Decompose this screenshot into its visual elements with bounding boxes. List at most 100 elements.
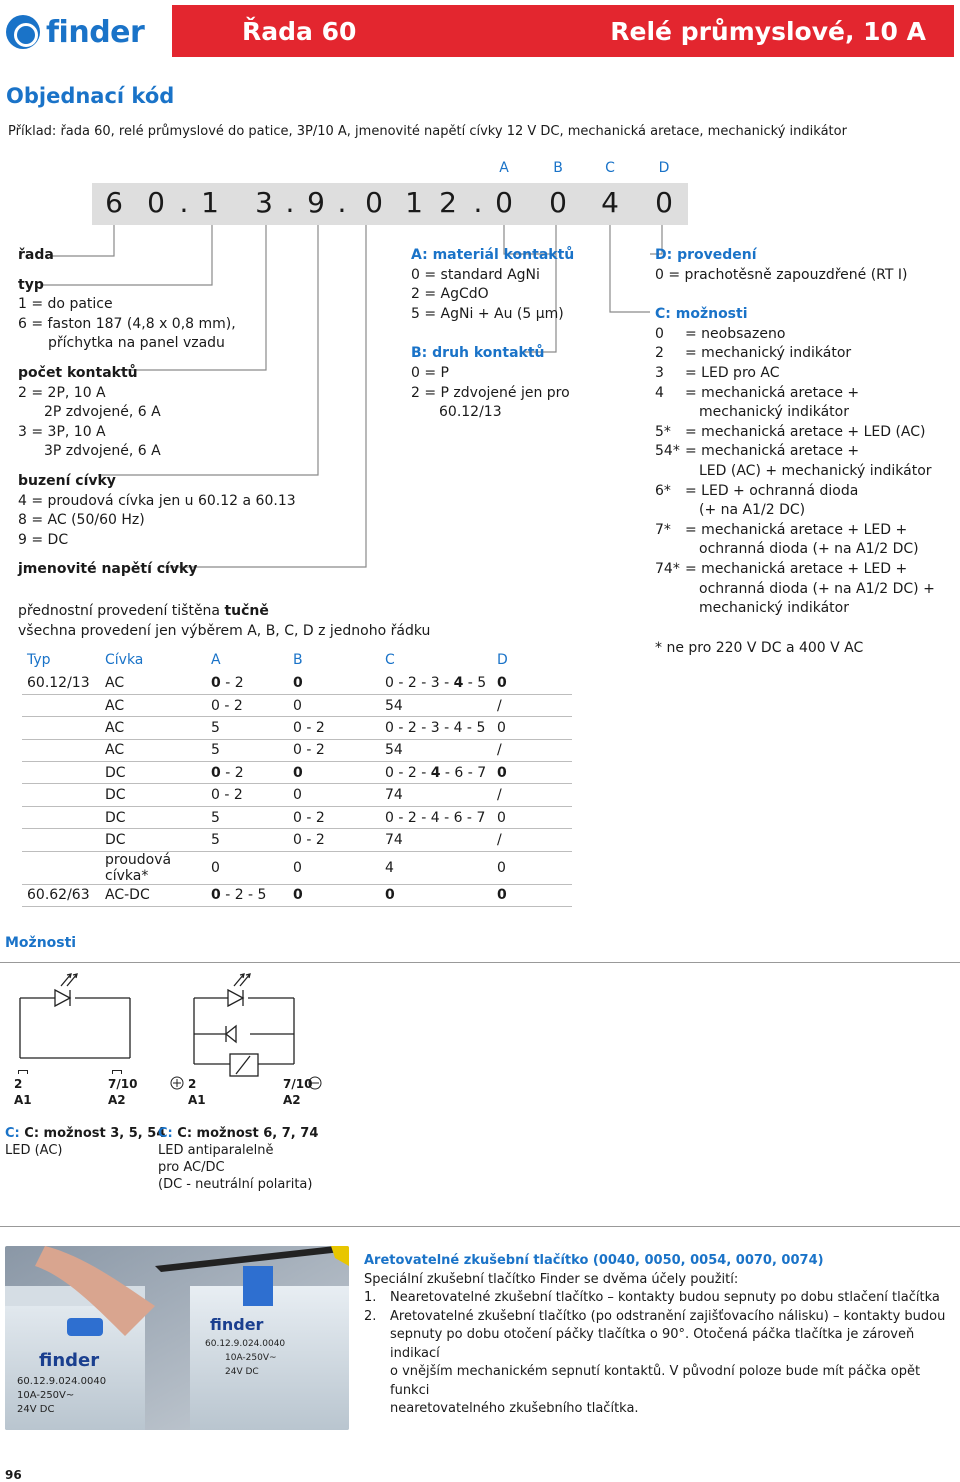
table-cell: 0 bbox=[288, 694, 380, 718]
relay-photo-image: finder 60.12.9.024.0040 10A-250V~ 24V DC… bbox=[5, 1246, 349, 1430]
relay-photo: finder 60.12.9.024.0040 10A-250V~ 24V DC… bbox=[5, 1246, 349, 1430]
table-cell: AC bbox=[100, 739, 206, 763]
legend-c-item: LED (AC) + mechanický indikátor bbox=[699, 462, 932, 479]
code-letter-b: B bbox=[553, 160, 563, 176]
code-char: 2 bbox=[439, 186, 457, 219]
legend-a-5: 5 = AgNi + Au (5 µm) bbox=[411, 305, 564, 322]
col-a: A bbox=[206, 648, 288, 672]
logo-text: finder bbox=[46, 14, 145, 50]
table-cell: 0 bbox=[288, 851, 380, 885]
code-char: 6 bbox=[105, 186, 123, 219]
col-typ: Typ bbox=[22, 648, 100, 672]
moznosti-divider bbox=[0, 962, 960, 963]
finder-logo: finder bbox=[6, 12, 156, 52]
legend-c-item: 2= mechanický indikátor bbox=[655, 345, 852, 362]
legend-c-item: ochranná dioda (+ na A1/2 DC) + bbox=[699, 580, 935, 597]
table-cell: 0 - 2 - 4 - 6 - 7 bbox=[380, 761, 492, 785]
code-char: 0 bbox=[365, 186, 383, 219]
col-c: C bbox=[380, 648, 492, 672]
legend-pocet-heading: počet kontaktů bbox=[18, 364, 138, 381]
photo-code-2: 60.12.9.024.0040 bbox=[205, 1339, 285, 1349]
table-cell: 0 bbox=[492, 806, 572, 830]
photo-dc-2: 24V DC bbox=[225, 1367, 259, 1377]
table-cell: 0 bbox=[492, 884, 572, 908]
legend-c-item: 5*= mechanická aretace + LED (AC) bbox=[655, 423, 926, 440]
table-cell: / bbox=[492, 828, 572, 852]
legend-c-item: mechanický indikátor bbox=[699, 600, 849, 617]
order-code-box bbox=[92, 183, 688, 225]
code-char: . bbox=[473, 186, 483, 219]
header-bar: Řada 60 Relé průmyslové, 10 A bbox=[172, 5, 954, 57]
table-cell: 0 bbox=[288, 761, 380, 785]
table-cell: 0 - 2 bbox=[206, 672, 288, 695]
aretace-item-2: 2. Aretovatelné zkušební tlačítko (po od… bbox=[364, 1308, 946, 1417]
table-cell: 5 bbox=[206, 806, 288, 830]
mid-legend: A: materiál kontaktů 0 = standard AgNi 2… bbox=[411, 246, 611, 423]
table-cell bbox=[22, 806, 100, 830]
table-cell: 5 bbox=[206, 716, 288, 740]
table-cell bbox=[22, 783, 100, 807]
code-char: 3 bbox=[255, 186, 273, 219]
caption-1: C: C: možnost 3, 5, 54 LED (AC) bbox=[5, 1126, 166, 1158]
series-title: Řada 60 bbox=[242, 16, 357, 46]
table-cell: DC bbox=[100, 783, 206, 807]
code-char: . bbox=[179, 186, 189, 219]
legend-typ-1: 1 = do patice bbox=[18, 296, 113, 313]
legend-footnote: * ne pro 220 V DC a 400 V AC bbox=[655, 639, 864, 656]
table-cell: 60.62/63 bbox=[22, 884, 100, 908]
table-cell: 0 bbox=[492, 716, 572, 740]
legend-jmenovite-heading: jmenovité napětí cívky bbox=[18, 561, 198, 578]
aretace-item-1: 1. Nearetovatelné zkušební tlačítko – ko… bbox=[364, 1290, 940, 1305]
legend-typ-6: 6 = faston 187 (4,8 x 0,8 mm), bbox=[18, 315, 236, 332]
table-cell: 0 bbox=[492, 851, 572, 885]
table-cell: / bbox=[492, 694, 572, 718]
table-cell bbox=[22, 761, 100, 785]
table-cell bbox=[22, 694, 100, 718]
legend-c-item: 6*= LED + ochranná dioda bbox=[655, 482, 859, 499]
table-cell: 54 bbox=[380, 739, 492, 763]
col-d: D bbox=[492, 648, 572, 672]
table-cell: 0 - 2 bbox=[206, 694, 288, 718]
code-char: 4 bbox=[601, 186, 619, 219]
code-char: 1 bbox=[405, 186, 423, 219]
legend-a-0: 0 = standard AgNi bbox=[411, 266, 540, 283]
table-cell: 0 - 2 - 3 - 4 - 5 bbox=[380, 672, 492, 695]
table-cell: 0 - 2 bbox=[288, 828, 380, 852]
photo-divider bbox=[0, 1226, 960, 1227]
left-legend: řada typ 1 = do patice 6 = faston 187 (4… bbox=[18, 246, 398, 580]
table-cell: DC bbox=[100, 761, 206, 785]
table-cell bbox=[22, 828, 100, 852]
legend-typ-heading: typ bbox=[18, 276, 44, 293]
code-char: 1 bbox=[201, 186, 219, 219]
table-cell: 0 bbox=[206, 851, 288, 885]
legend-d-heading: D: provedení bbox=[655, 247, 757, 263]
table-cell: AC-DC bbox=[100, 884, 206, 908]
table-cell: / bbox=[492, 783, 572, 807]
code-letter-d: D bbox=[658, 160, 670, 176]
photo-voltage-2: 10A-250V~ bbox=[225, 1353, 277, 1363]
finder-logo-icon bbox=[6, 15, 40, 49]
caption-2: C: C: možnost 6, 7, 74 LED antiparalelně… bbox=[158, 1126, 319, 1192]
right-legend: D: provedení 0 = prachotěsně zapouzdřené… bbox=[655, 246, 955, 658]
table-cell: DC bbox=[100, 828, 206, 852]
table-cell: 60.12/13 bbox=[22, 672, 100, 695]
s1-terminal-a2 bbox=[112, 1070, 122, 1074]
legend-b-0: 0 = P bbox=[411, 364, 449, 381]
table-cell: 0 - 2 bbox=[206, 783, 288, 807]
code-char: 9 bbox=[307, 186, 325, 219]
table-cell: 74 bbox=[380, 783, 492, 807]
photo-voltage-1: 10A-250V~ bbox=[17, 1390, 74, 1401]
legend-c-item: 54*= mechanická aretace + bbox=[655, 443, 860, 460]
